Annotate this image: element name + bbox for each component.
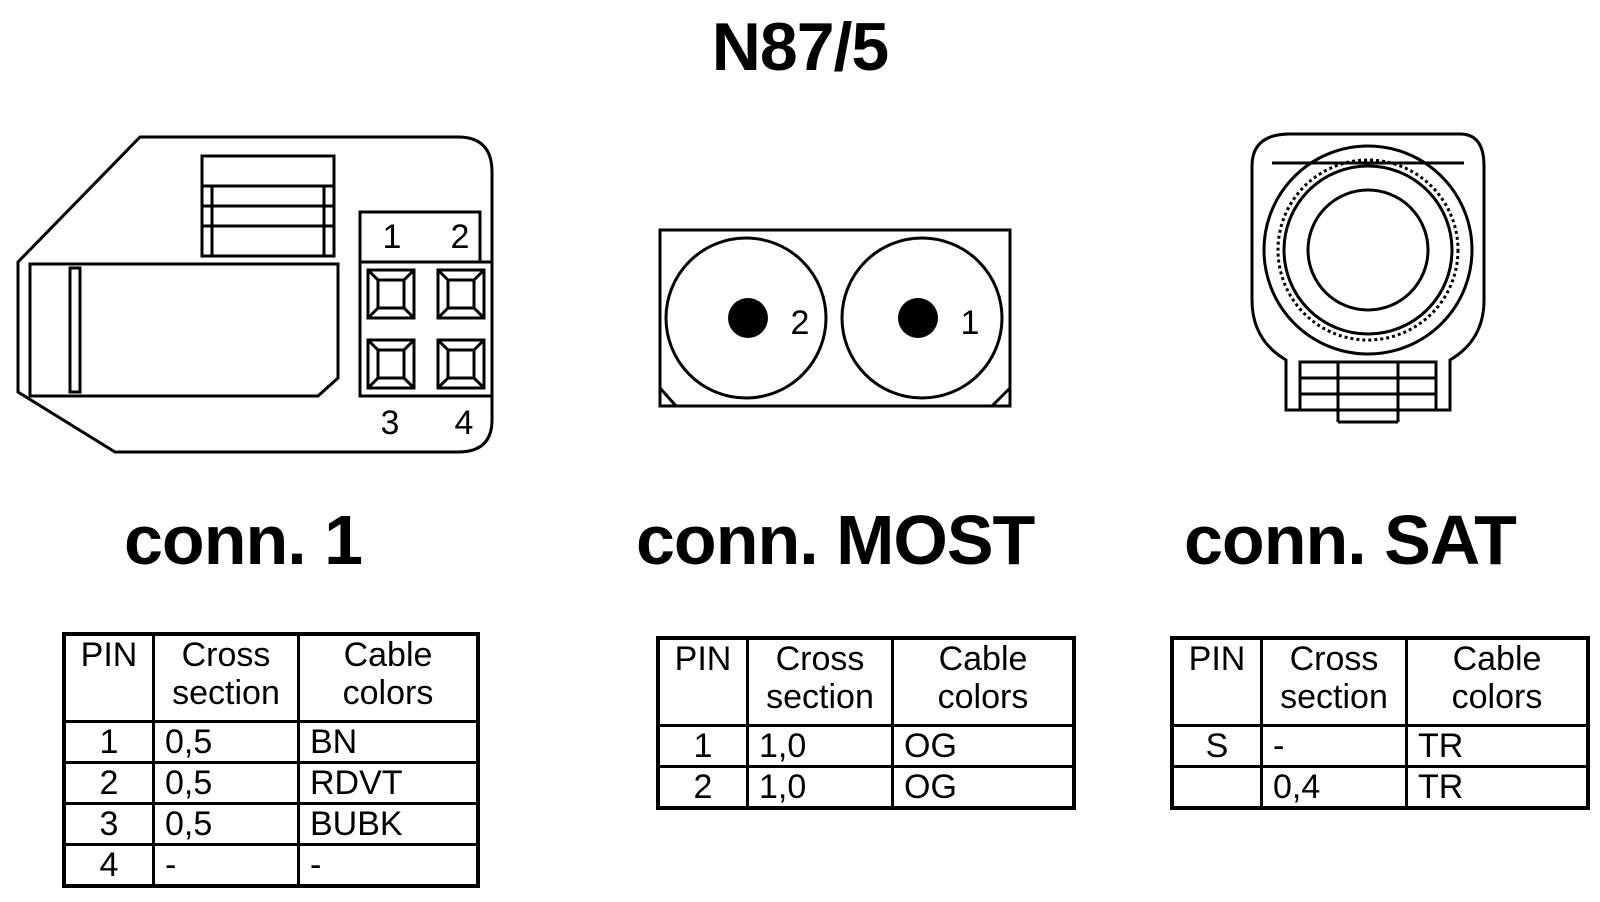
table-header: Cable colors	[891, 636, 1076, 727]
table-cell: RDVT	[297, 761, 480, 805]
table-row: 3 0,5 BUBK	[62, 802, 480, 846]
table-header-row: PIN Cross section Cable colors	[656, 636, 1076, 727]
table-cell: -	[1260, 724, 1408, 768]
conn1-pin-cavity	[436, 338, 486, 390]
conn1-pin-cavity	[436, 268, 486, 320]
table-header-row: PIN Cross section Cable colors	[62, 632, 480, 723]
conn1-label: conn. 1	[124, 501, 363, 579]
conn1-pin-block	[358, 260, 494, 398]
table-row: S - TR	[1170, 724, 1590, 768]
table-row: 2 1,0 OG	[656, 765, 1076, 810]
table-cell: -	[152, 843, 300, 888]
table-header-row: PIN Cross section Cable colors	[1170, 636, 1590, 727]
table-header: Cross section	[152, 632, 300, 723]
table-cell: TR	[1405, 765, 1590, 810]
conn1-pin-number: 1	[383, 218, 402, 256]
table-cell: S	[1170, 724, 1263, 768]
conn1-pin-cavity	[366, 338, 416, 390]
table-cell: OG	[891, 765, 1076, 810]
table-cell: 0,5	[152, 720, 300, 764]
table-cell: 1	[656, 724, 749, 768]
conn1-pin-cavity	[366, 268, 416, 320]
most-pin-number: 2	[791, 304, 810, 342]
conn1-body	[28, 262, 340, 398]
table-cell: 1,0	[746, 765, 894, 810]
table-cell: 2	[656, 765, 749, 810]
most-pin-number: 1	[961, 304, 980, 342]
table-cell: 2	[62, 761, 155, 805]
most-pin-1	[898, 298, 938, 338]
table-header: Cross section	[1260, 636, 1408, 727]
most-port-2	[664, 236, 828, 400]
sat-latch	[1298, 360, 1438, 412]
table-cell: 0,5	[152, 802, 300, 846]
most-label: conn. MOST	[636, 501, 1035, 579]
table-header: PIN	[62, 632, 155, 723]
table-header: PIN	[1170, 636, 1263, 727]
diagram-title: N87/5	[711, 9, 889, 85]
most-pin-table: PIN Cross section Cable colors 1 1,0 OG …	[656, 636, 1076, 810]
table-cell: 1	[62, 720, 155, 764]
table-cell: BN	[297, 720, 480, 764]
sat-pin-table: PIN Cross section Cable colors S - TR 0,…	[1170, 636, 1590, 810]
sat-label: conn. SAT	[1184, 501, 1517, 579]
table-row: 1 0,5 BN	[62, 720, 480, 764]
table-cell: OG	[891, 724, 1076, 768]
sat-ring-outer	[1262, 144, 1474, 356]
table-cell: 0,5	[152, 761, 300, 805]
table-cell: BUBK	[297, 802, 480, 846]
conn1-pin-number: 4	[455, 404, 474, 442]
table-row: 1 1,0 OG	[656, 724, 1076, 768]
conn1-pin-number: 3	[381, 404, 400, 442]
table-cell: -	[297, 843, 480, 888]
table-row: 2 0,5 RDVT	[62, 761, 480, 805]
most-housing	[658, 228, 1012, 408]
table-header: Cross section	[746, 636, 894, 727]
table-header: Cable colors	[297, 632, 480, 723]
most-port-1	[840, 236, 1004, 400]
table-cell: 4	[62, 843, 155, 888]
table-header: PIN	[656, 636, 749, 727]
table-cell: TR	[1405, 724, 1590, 768]
table-row: 0,4 TR	[1170, 765, 1590, 810]
conn1-pin-number: 2	[451, 218, 470, 256]
sat-center	[1306, 188, 1430, 312]
table-cell: 3	[62, 802, 155, 846]
table-cell: 1,0	[746, 724, 894, 768]
sat-housing	[1250, 132, 1486, 412]
conn1-pin-table: PIN Cross section Cable colors 1 0,5 BN …	[62, 632, 480, 888]
table-cell: 0,4	[1260, 765, 1408, 810]
conn1-housing	[16, 135, 494, 454]
most-pin-2	[728, 298, 768, 338]
table-row: 4 - -	[62, 843, 480, 888]
table-cell	[1170, 765, 1263, 810]
table-header: Cable colors	[1405, 636, 1590, 727]
